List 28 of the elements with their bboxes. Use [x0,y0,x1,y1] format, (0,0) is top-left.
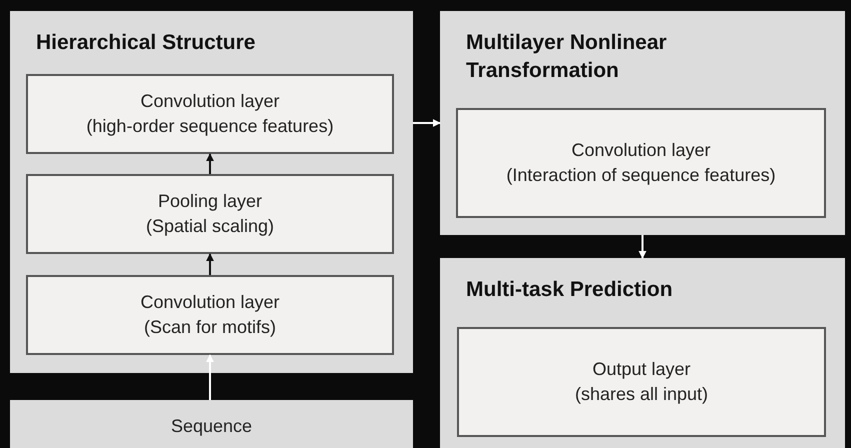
layer-label: (high-order sequence features) [85,115,335,138]
arrow [206,153,214,174]
layer-label: Sequence [170,415,254,438]
layer-box [26,174,394,254]
group-panel [10,11,413,373]
panel-title: Hierarchical Structure [36,30,256,56]
layer-label: Convolution layer [139,90,281,113]
layer-label: Convolution layer [570,139,712,162]
layer-label: Output layer [591,358,692,381]
layer-label: (Spatial scaling) [144,215,276,238]
arrow [638,235,646,259]
group-panel [440,11,845,235]
layer-label: (Interaction of sequence features) [505,164,777,187]
layer-label: (Scan for motifs) [142,316,278,339]
input-box [10,400,413,448]
arrow [413,119,441,127]
panel-title: Multi-task Prediction [466,277,674,303]
layer-box [26,74,394,154]
layer-box [26,275,394,355]
layer-box [457,327,826,437]
arrow [206,354,214,400]
group-panel [440,258,845,448]
layer-label: Pooling layer [156,190,264,213]
layer-box [456,108,826,218]
arrow [206,253,214,275]
panel-title: Multilayer Nonlinear Transformation [466,30,668,84]
layer-label: Convolution layer [139,291,281,314]
layer-label: (shares all input) [574,383,710,406]
